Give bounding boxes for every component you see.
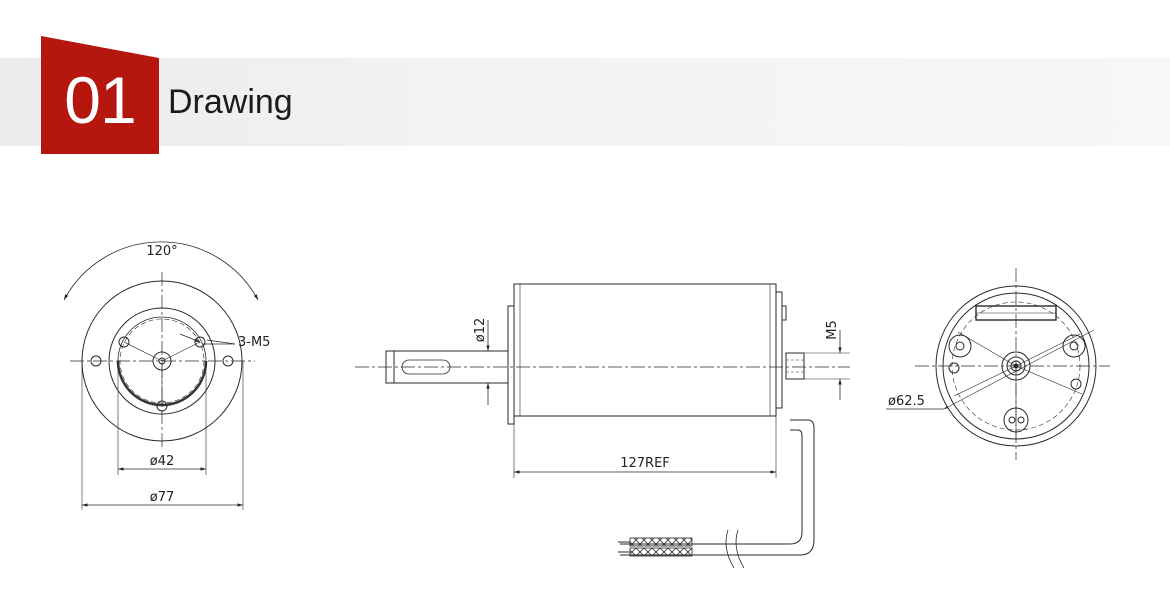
rear-thread-label: M5 <box>825 320 840 340</box>
shaft-key <box>401 359 451 375</box>
inner-diameter-label: ø42 <box>150 454 175 469</box>
section-title: Drawing <box>168 83 293 121</box>
flange-circle <box>108 307 216 415</box>
rear-view <box>886 268 1110 460</box>
length-label: 127REF <box>620 456 670 471</box>
motor-body <box>513 283 777 417</box>
front-thread-label: 3-M5 <box>238 335 270 350</box>
front-view <box>63 241 259 510</box>
section-number: 01 <box>64 63 136 137</box>
rear-outer-circle <box>935 285 1097 447</box>
angle-label: 120° <box>146 244 177 259</box>
shaft-diameter-label: ø12 <box>473 318 488 343</box>
outer-diameter-label: ø77 <box>150 490 175 505</box>
side-view <box>355 283 850 569</box>
badge-background <box>41 36 159 154</box>
section-number-badge <box>41 36 159 154</box>
rear-diameter-label: ø62.5 <box>888 394 925 409</box>
header-band <box>0 58 1170 146</box>
